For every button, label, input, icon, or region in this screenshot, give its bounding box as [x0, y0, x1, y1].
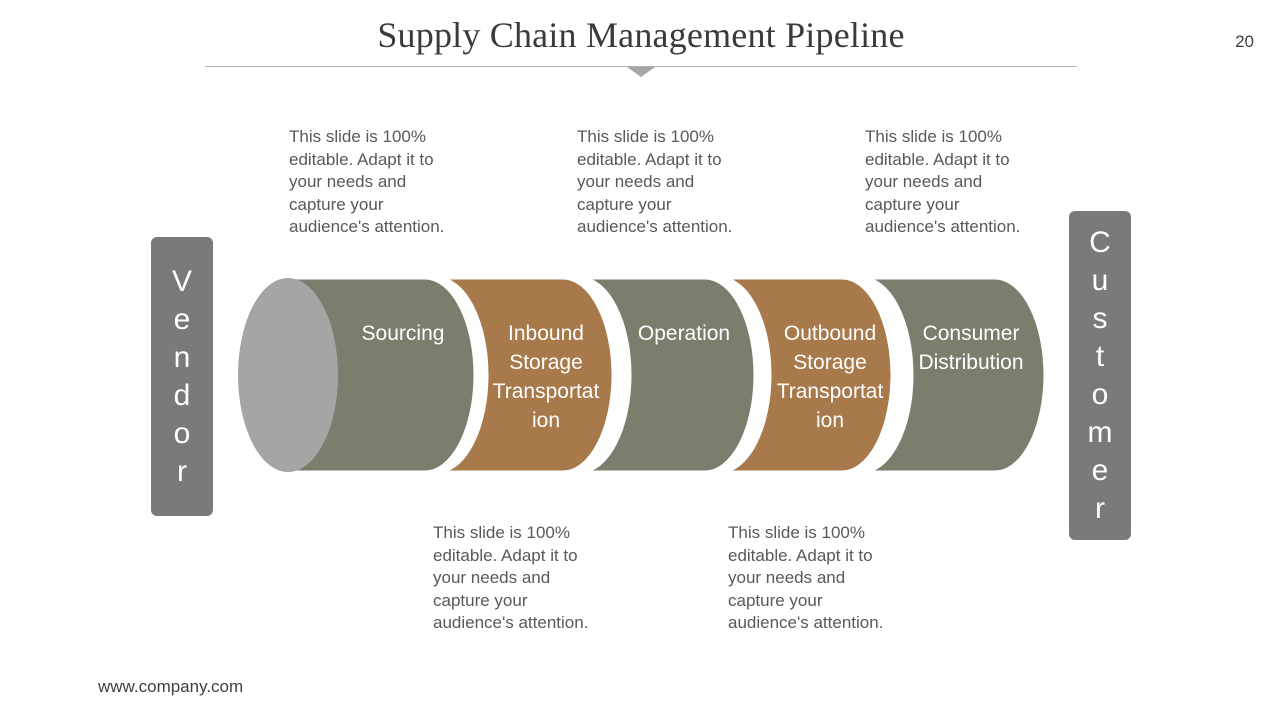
vendor-letter: o — [173, 416, 191, 450]
pipeline-segment-outbound — [719, 276, 894, 474]
segment-label-sourcing: Sourcing — [361, 322, 445, 345]
vendor-letter: d — [173, 378, 191, 412]
note-bottom-1: This slide is 100% editable. Adapt it to… — [433, 523, 589, 632]
customer-letter: o — [1091, 377, 1109, 411]
note-top-1: This slide is 100% editable. Adapt it to… — [289, 127, 445, 236]
customer-letter: e — [1091, 453, 1109, 487]
vendor-letter: n — [173, 340, 191, 374]
customer-letter: m — [1087, 415, 1113, 449]
vendor-letter: e — [173, 302, 191, 336]
customer-letter: r — [1095, 491, 1105, 525]
note-top-2: This slide is 100% editable. Adapt it to… — [577, 127, 733, 236]
customer-letter: C — [1089, 225, 1111, 259]
pipeline-segment-consumer-distribution — [861, 276, 1047, 474]
footer-url: www.company.com — [98, 677, 244, 696]
segment-label-consumer: Consumer Distribution — [918, 322, 1024, 374]
note-bottom-2: This slide is 100% editable. Adapt it to… — [728, 523, 884, 632]
pipeline-segment-inbound — [436, 276, 615, 474]
customer-letter: u — [1091, 263, 1109, 297]
customer-letter: s — [1092, 301, 1108, 335]
note-top-3: This slide is 100% editable. Adapt it to… — [865, 127, 1021, 236]
customer-letter: t — [1095, 339, 1105, 373]
segment-label-operation: Operation — [637, 322, 731, 345]
segment-label-inbound: Inbound Storage Transportat ion — [492, 322, 600, 432]
vendor-pill: V e n d o r — [151, 237, 213, 516]
pipeline-end-cap — [238, 278, 338, 472]
pipeline-segment-operation — [579, 276, 757, 474]
customer-pill: C u s t o m e r — [1069, 211, 1131, 540]
page-number: 20 — [1235, 32, 1254, 51]
vendor-letter: r — [177, 454, 187, 488]
segment-label-outbound: Outbound Storage Transportat ion — [776, 322, 884, 432]
title-pointer-triangle — [627, 67, 655, 77]
title-underline — [205, 66, 1077, 67]
slide-title: Supply Chain Management Pipeline — [377, 15, 905, 55]
pipeline-segment-sourcing — [286, 276, 477, 474]
vendor-letter: V — [171, 264, 192, 298]
